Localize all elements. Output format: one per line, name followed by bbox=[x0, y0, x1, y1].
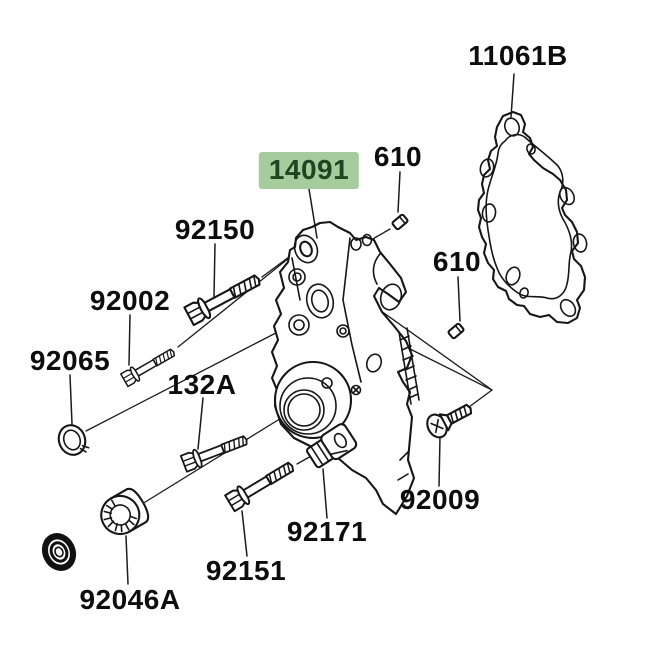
part-label-92171[interactable]: 92171 bbox=[286, 516, 368, 547]
dowel-pin-1-drawing bbox=[390, 213, 410, 231]
bearing-92046a-drawing bbox=[100, 487, 150, 536]
bolt-92150-drawing bbox=[182, 268, 266, 327]
part-label-92046a[interactable]: 92046A bbox=[79, 584, 181, 615]
engine-cover-drawing bbox=[270, 220, 420, 516]
oil-seal-drawing bbox=[41, 533, 77, 571]
bolt-92151-drawing bbox=[223, 456, 299, 513]
part-label-92150[interactable]: 92150 bbox=[174, 214, 256, 245]
part-label-132a[interactable]: 132A bbox=[167, 369, 237, 400]
bolt-132a-drawing bbox=[179, 430, 251, 474]
part-label-14091-highlighted[interactable]: 14091 bbox=[258, 152, 360, 189]
part-label-92002[interactable]: 92002 bbox=[89, 285, 171, 316]
washer-92065-drawing bbox=[57, 424, 90, 456]
leader-lines bbox=[69, 73, 515, 585]
part-label-92009[interactable]: 92009 bbox=[399, 484, 481, 515]
part-label-11061b[interactable]: 11061B bbox=[468, 40, 568, 71]
part-label-92151[interactable]: 92151 bbox=[205, 555, 287, 586]
screw-92009-drawing bbox=[426, 403, 473, 439]
part-label-610-1[interactable]: 610 bbox=[373, 141, 423, 172]
part-label-610-2[interactable]: 610 bbox=[432, 246, 482, 277]
gasket-drawing bbox=[476, 110, 588, 325]
clamp-92171-drawing bbox=[305, 423, 358, 469]
part-label-92065[interactable]: 92065 bbox=[29, 345, 111, 376]
dowel-pin-2-drawing bbox=[446, 322, 466, 340]
